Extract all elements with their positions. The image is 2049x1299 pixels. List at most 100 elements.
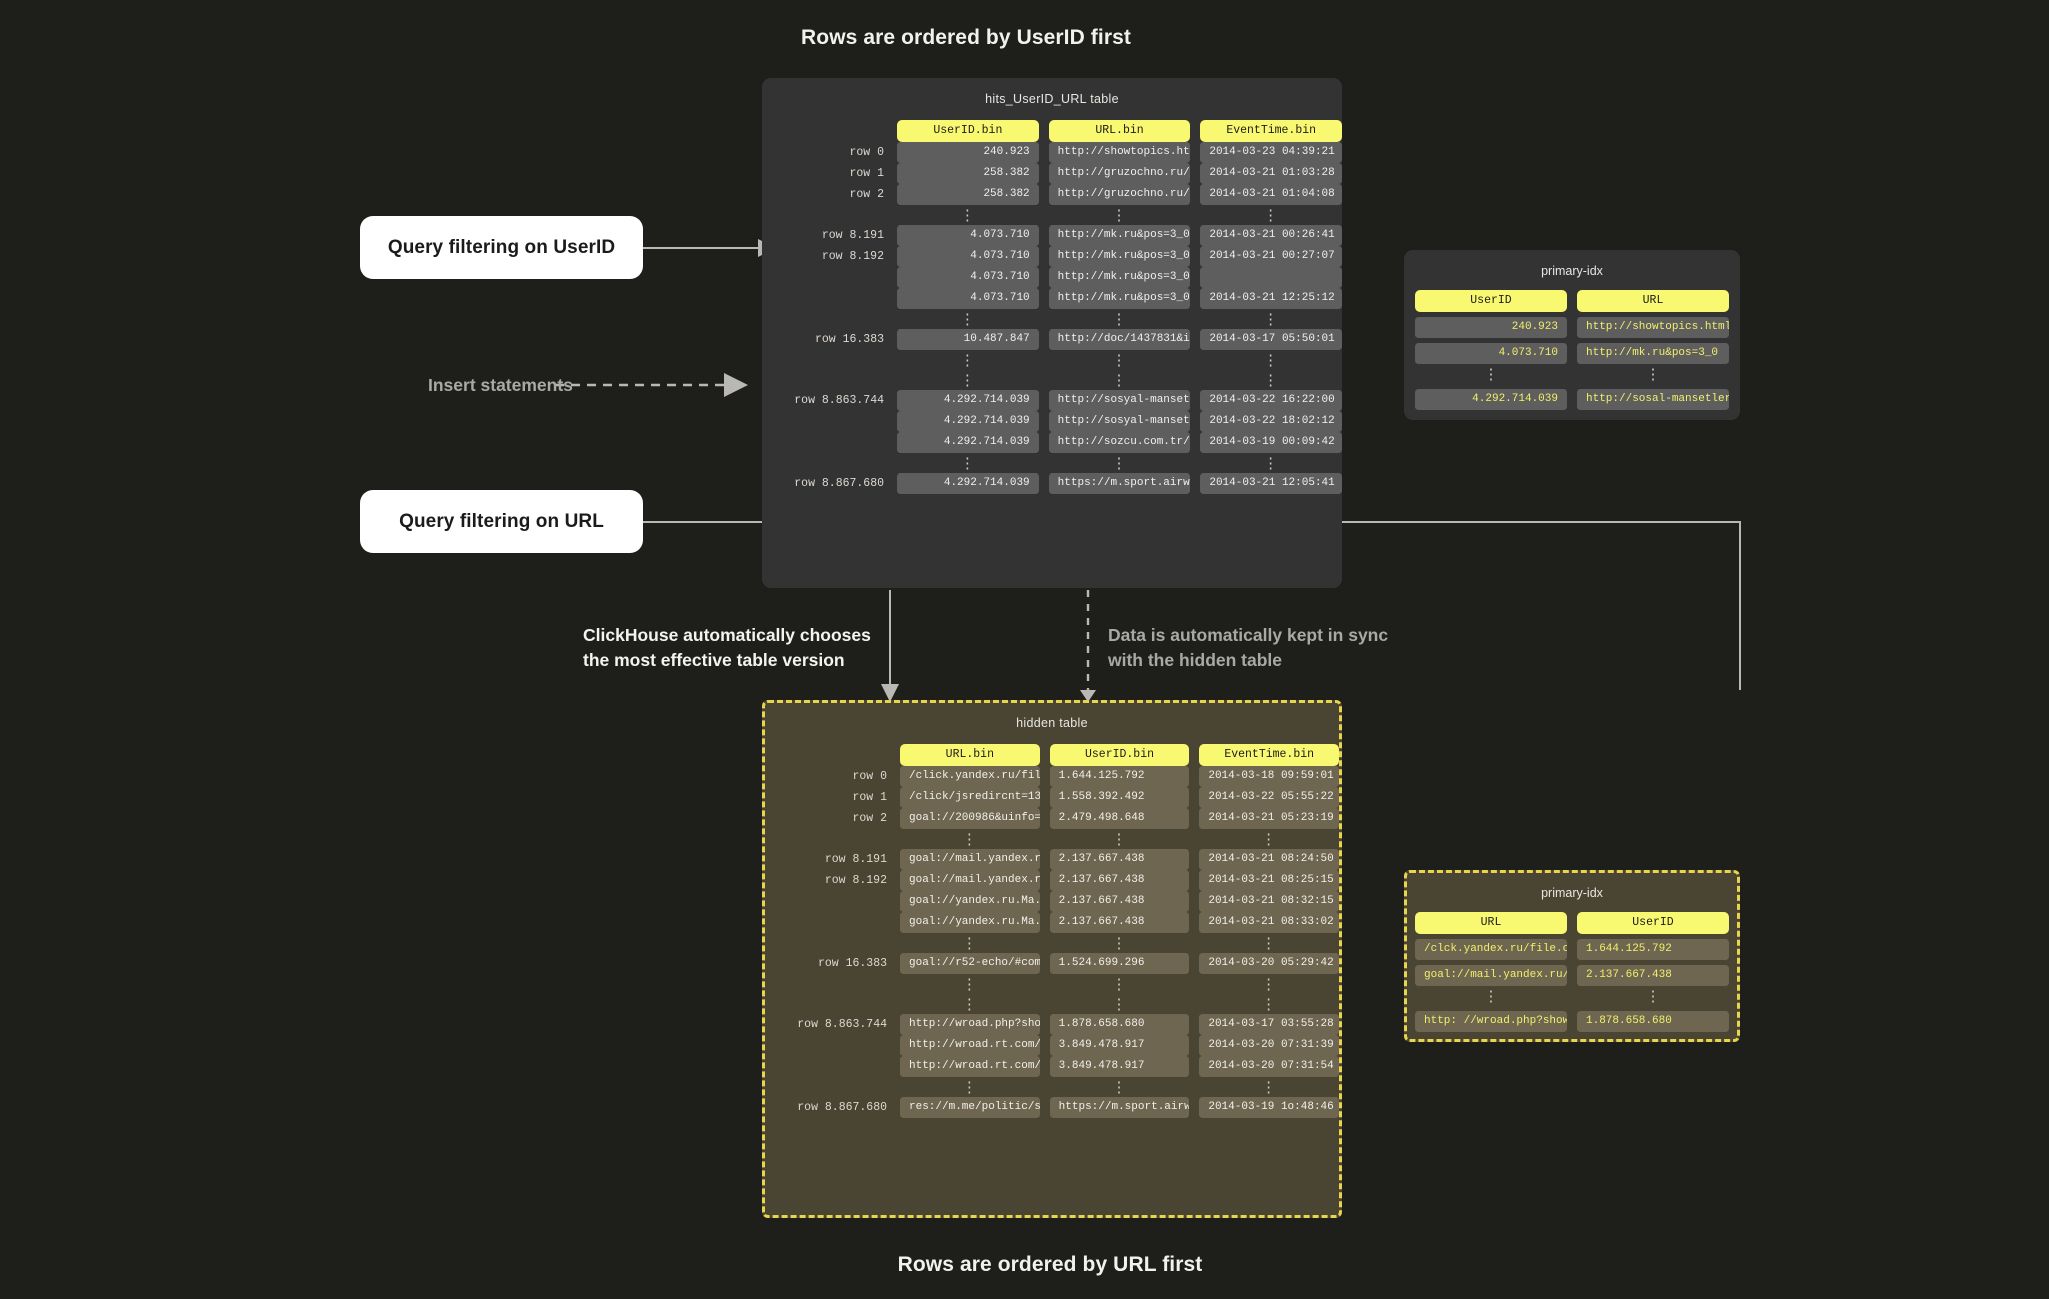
column-header-url-bin: URL.bin (1048, 120, 1191, 142)
note-chooses-table-version: ClickHouse automatically chooses the mos… (583, 625, 871, 670)
table-cell: 258.382 (897, 184, 1039, 205)
table-cell: 2014-03-21 00:27:07 (1200, 246, 1343, 267)
index-row: goal://mail.yandex.ru/Ma... 2.137.667.438 (1407, 965, 1737, 986)
row-label: row 8.863.744 (797, 1018, 887, 1031)
table-cell: http://wroad.rt.com/tr/... (900, 1035, 1040, 1056)
ellipsis-glyph (1049, 456, 1191, 471)
table-cell: 2014-03-22 05:55:22 (1199, 787, 1340, 808)
table-row: http://wroad.rt.com/tr/...3.849.478.9172… (765, 1035, 1340, 1056)
callout-url-label: Query filtering on URL (399, 510, 604, 532)
table-ellipsis-row (762, 309, 1342, 329)
index-column-header-userid: UserID (1577, 912, 1729, 934)
ellipsis-glyph (1050, 936, 1190, 951)
table-cell: 2014-03-20 05:29:42 (1199, 953, 1340, 974)
table-ellipsis-row (765, 994, 1339, 1014)
ellipsis-glyph (900, 832, 1040, 847)
table-row: row 8.191goal://mail.yandex.ru/Ma...2.13… (765, 849, 1340, 870)
index-cell: 1.878.658.680 (1577, 1011, 1729, 1032)
table-ellipsis-row (765, 1077, 1339, 1097)
index-cell: 2.137.667.438 (1577, 965, 1729, 986)
index-column-header-url: URL (1577, 290, 1729, 312)
table-cell: res://m.me/politic/stati... (900, 1097, 1040, 1118)
ellipsis-glyph: ⋮ (1645, 987, 1661, 1005)
row-label: row 2 (852, 812, 887, 825)
table-cell: http://mk.ru&pos=3_0 (1048, 288, 1191, 309)
table-cell: 2.137.667.438 (1049, 891, 1190, 912)
table-cell: 2014-03-22 16:22:00 (1200, 390, 1343, 411)
ellipsis-glyph (1050, 1080, 1190, 1095)
table-row: 4.292.714.039 http://sosyal-mansetleri...… (762, 411, 1343, 432)
ellipsis-glyph (897, 353, 1039, 368)
primary-idx-top-title: primary-idx (1541, 264, 1603, 278)
callout-query-filtering-url[interactable]: Query filtering on URL (360, 490, 643, 553)
table-cell: 2014-03-21 12:25:12 (1200, 288, 1343, 309)
table-cell: http://gruzochno.ru/ekat... (1048, 163, 1191, 184)
table-cell: 2014-03-21 08:33:02 (1199, 912, 1340, 933)
table-cell: goal://r52-echo/#compose... (900, 953, 1040, 974)
index-cell: 4.073.710 (1415, 343, 1567, 364)
table-cell: 4.292.714.039 (897, 390, 1039, 411)
ellipsis-glyph (900, 977, 1040, 992)
table-cell: 1.558.392.492 (1049, 787, 1190, 808)
table-cell: 2014-03-21 12:05:41 (1200, 473, 1343, 494)
ellipsis-glyph (1199, 977, 1339, 992)
table-cell: 2014-03-18 09:59:01 (1199, 766, 1340, 787)
table-row: row 2goal://200986&uinfo=wn-1...2.479.49… (765, 808, 1340, 829)
table-cell: 2014-03-21 08:24:50 (1199, 849, 1340, 870)
note-kept-in-sync: Data is automatically kept in sync with … (1108, 625, 1389, 670)
primary-idx-top-grid: UserIDURL240.923http://showtopics.html%3… (1404, 290, 1740, 410)
ellipsis-glyph (1049, 312, 1191, 327)
ellipsis-glyph (1199, 832, 1339, 847)
table-cell: 3.849.478.917 (1049, 1035, 1190, 1056)
row-label: row 8.192 (821, 250, 884, 263)
callout-userid-label: Query filtering on UserID (387, 236, 616, 258)
table-cell: 2014-03-20 07:31:54 (1199, 1056, 1340, 1077)
table-cell: http://sosyal-mansetleri... (1048, 411, 1191, 432)
table-cell: http://mk.ru&pos=3_0 (1048, 225, 1191, 246)
table-cell: 4.073.710 (897, 246, 1039, 267)
row-label: row 8.191 (821, 229, 884, 242)
ellipsis-glyph (1200, 312, 1342, 327)
insert-statements-label: Insert statements (428, 375, 573, 395)
table-cell: 2014-03-21 00:26:41 (1200, 225, 1343, 246)
ellipsis-glyph (1049, 373, 1191, 388)
ellipsis-glyph: ⋮ (1483, 365, 1499, 383)
column-header-eventtime-bin: EventTime.bin (1199, 744, 1340, 766)
ellipsis-glyph (1049, 208, 1191, 223)
primary-idx-bottom-title: primary-idx (1541, 886, 1603, 900)
row-label: row 0 (852, 770, 887, 783)
table-row: row 1/click/jsredircnt=1395412...1.558.3… (765, 787, 1340, 808)
ellipsis-glyph (1199, 936, 1339, 951)
table-cell: https://m.sport.airway/? (1049, 1097, 1190, 1118)
table-cell: http://wroad.rt.com/tr/... (900, 1056, 1040, 1077)
ellipsis-glyph (897, 208, 1039, 223)
index-row: http: //wroad.php?show/7...1.878.658.680 (1407, 1011, 1737, 1032)
table-cell: 4.292.714.039 (897, 432, 1039, 453)
row-label: row 2 (849, 188, 884, 201)
table-cell: http://doc/1437831&is_mo... (1048, 329, 1191, 350)
ellipsis-glyph (900, 1080, 1040, 1095)
ellipsis-glyph (897, 312, 1039, 327)
column-header-url-bin: URL.bin (900, 744, 1040, 766)
table-cell: 4.292.714.039 (897, 411, 1039, 432)
row-label: row 0 (849, 146, 884, 159)
table-cell: http://sosyal-mansetleri... (1048, 390, 1191, 411)
table-cell: 10.487.847 (897, 329, 1039, 350)
ellipsis-glyph (1200, 208, 1342, 223)
table-cell: 2014-03-21 01:03:28 (1200, 163, 1343, 184)
callout-query-filtering-userid[interactable]: Query filtering on UserID (360, 216, 643, 279)
table-cell: 2014-03-19 00:09:42 (1200, 432, 1343, 453)
table-cell: 2014-03-21 08:32:15 (1199, 891, 1340, 912)
table-cell: 2014-03-17 05:50:01 (1200, 329, 1343, 350)
table-row: row 8.192goal://mail.yandex.ru/Ma...2.13… (765, 870, 1340, 891)
index-cell: goal://mail.yandex.ru/Ma... (1415, 965, 1567, 986)
